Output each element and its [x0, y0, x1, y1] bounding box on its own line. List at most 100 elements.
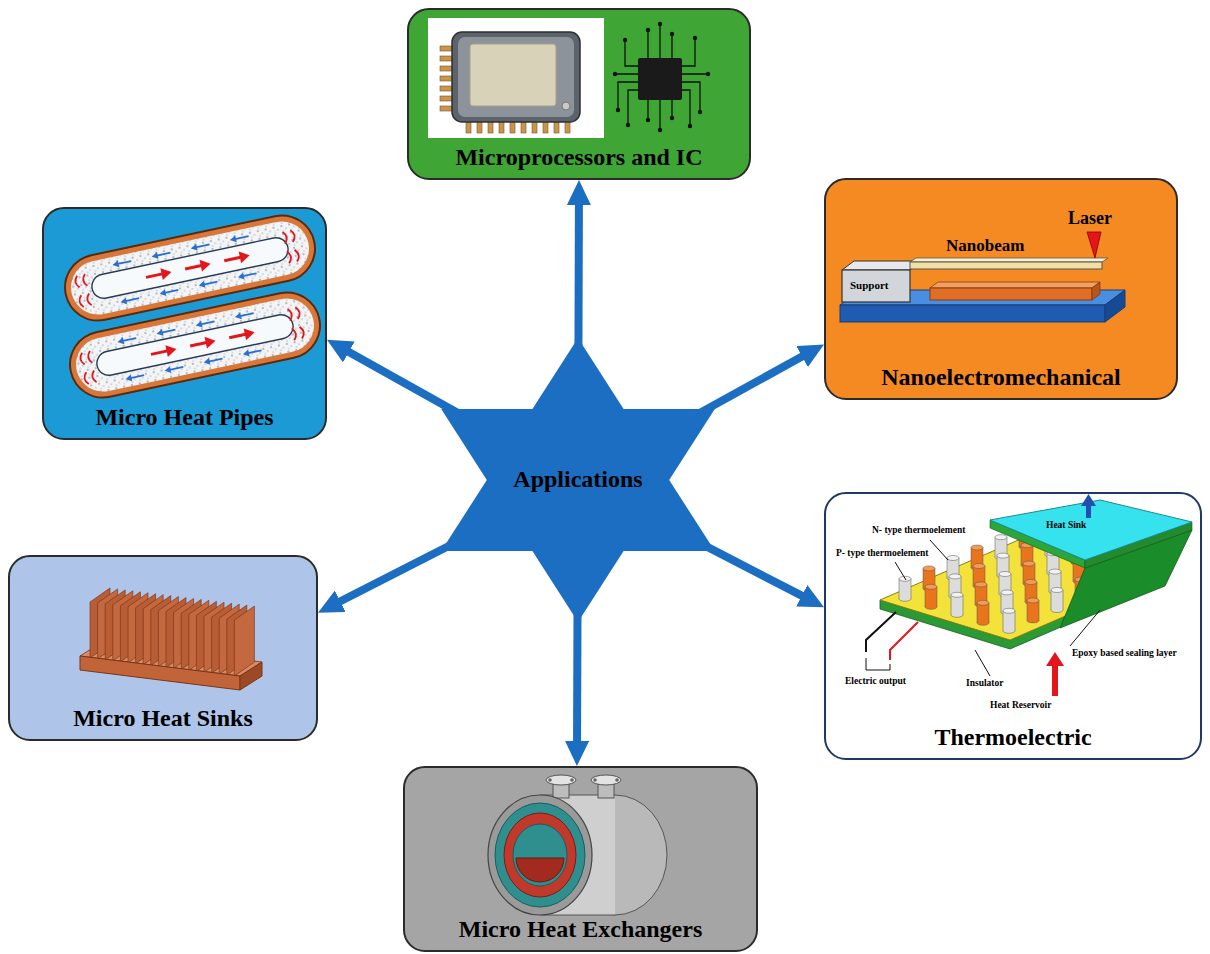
heat-exchanger-illustration-part — [516, 858, 564, 882]
box-title: Microprocessors and IC — [455, 144, 702, 172]
part-label: Electric output — [845, 676, 906, 687]
heat-exchanger-illustration-part — [495, 803, 585, 907]
fin — [105, 590, 125, 660]
part-label: Insulator — [966, 678, 1003, 689]
heat-pipe-part — [146, 274, 164, 278]
thermoelement-part — [1021, 543, 1033, 548]
thermoelement-part — [1073, 561, 1085, 581]
port-part — [598, 782, 614, 798]
heat-pipe-part — [130, 375, 144, 378]
thermoelement-part — [1049, 569, 1061, 574]
thermoelement-part — [923, 568, 935, 588]
heat-pipe-illustration — [59, 209, 326, 403]
part-label: N- type thermoelement — [872, 525, 965, 536]
heat-sink-illustration — [80, 588, 262, 690]
part-label: Laser — [1068, 208, 1112, 229]
heat-pipe-part — [159, 289, 166, 297]
nanobeam — [910, 262, 1102, 269]
heat-exchanger-illustration-part — [563, 795, 667, 915]
fin — [234, 606, 254, 676]
heat-sink-illustration-part — [240, 662, 262, 690]
chip-rim — [458, 37, 574, 117]
part-label: Support — [850, 279, 889, 292]
heat-pipe-part — [290, 230, 295, 242]
part-label: Heat Reservoir — [990, 700, 1051, 711]
thermoelement-part — [971, 565, 983, 570]
heat-reservoir-arrow — [1046, 652, 1064, 696]
fin — [212, 603, 232, 673]
chip-pins-part — [440, 66, 454, 71]
fin — [219, 604, 239, 674]
ic-traces-part — [648, 24, 672, 130]
thermoelement-part — [1003, 611, 1015, 631]
trace-dots-part — [613, 72, 617, 76]
thermoelement — [999, 572, 1011, 597]
heat-exchanger-illustration-part — [488, 795, 592, 915]
heat-pipe — [64, 286, 326, 403]
thermoelement-part — [1049, 572, 1061, 592]
heat-pipe-part — [283, 231, 288, 243]
heat-reservoir-arrow-part — [1052, 664, 1058, 696]
thermoelement-part — [1045, 535, 1057, 555]
thermoelement-part — [999, 574, 1011, 594]
nems-illustration-part — [930, 288, 1092, 300]
thermoelement-part — [925, 604, 937, 609]
thermoelement — [975, 582, 987, 607]
heat-exchanger-illustration-part — [513, 824, 567, 886]
box-title: Nanoelectromechanical — [881, 364, 1121, 392]
laser-beam — [1087, 232, 1101, 258]
thermoelement-part — [999, 592, 1011, 597]
heat-exchanger-illustration-part — [540, 795, 615, 915]
heat-pipe-part — [120, 298, 127, 306]
heat-sink-arrow — [1081, 494, 1096, 518]
box-title: Micro Heat Pipes — [95, 404, 273, 432]
thermoelement-part — [1003, 608, 1015, 613]
thermoelement-part — [1073, 559, 1085, 564]
heat-pipe-part — [125, 298, 139, 301]
thermoelement-part — [1075, 580, 1087, 600]
thermoelement-part — [899, 579, 911, 599]
fin — [143, 595, 163, 665]
heat-pipe-part — [78, 295, 83, 307]
thermoelement-part — [1045, 532, 1057, 537]
thermoelement-part — [1027, 600, 1039, 620]
heat-pipe-part — [157, 253, 171, 256]
nems-illustration-part — [930, 282, 1100, 288]
thermoelement-part — [951, 595, 963, 615]
thermoelement — [1075, 577, 1087, 602]
output-wires-part — [866, 658, 890, 670]
thermoelement-part — [971, 545, 983, 550]
thermoelement-part — [1003, 611, 1015, 631]
heat-exchanger-illustration-part — [540, 795, 615, 915]
heat-sink-plate — [990, 500, 1192, 560]
chip-pins-part — [477, 120, 482, 133]
port-part — [591, 775, 621, 785]
leader-lines — [895, 540, 1100, 676]
thermoelement — [1071, 540, 1083, 565]
thermoelement — [1027, 598, 1039, 623]
heat-pipe-part — [164, 366, 171, 374]
trace-dots — [613, 22, 710, 132]
heat-pipe-part — [151, 351, 169, 355]
thermoelement-part — [1075, 580, 1087, 600]
thermoelement — [997, 553, 1009, 578]
chip-pins-part — [440, 76, 454, 81]
box-title: Micro Heat Sinks — [73, 705, 253, 733]
thermoelement-part — [977, 603, 989, 623]
thermoelement-part — [997, 573, 1009, 578]
heat-pipe-part — [123, 338, 137, 341]
microprocessor-illustration-part — [562, 102, 570, 110]
thermoelement-part — [1123, 576, 1135, 581]
heat-pipe-part — [288, 308, 293, 320]
thermoelement-part — [923, 566, 935, 571]
thermoelement-part — [975, 582, 987, 587]
nems-illustration-part — [1092, 282, 1100, 300]
heat-pipe-part — [165, 290, 179, 293]
fin — [120, 592, 140, 662]
thermoelement — [1001, 590, 1013, 615]
thermoelement — [1021, 543, 1033, 568]
thermoelement — [949, 574, 961, 599]
thermoelement-part — [1021, 563, 1033, 568]
heat-pipe-part — [185, 265, 203, 269]
heat-pipe-part — [151, 252, 158, 260]
